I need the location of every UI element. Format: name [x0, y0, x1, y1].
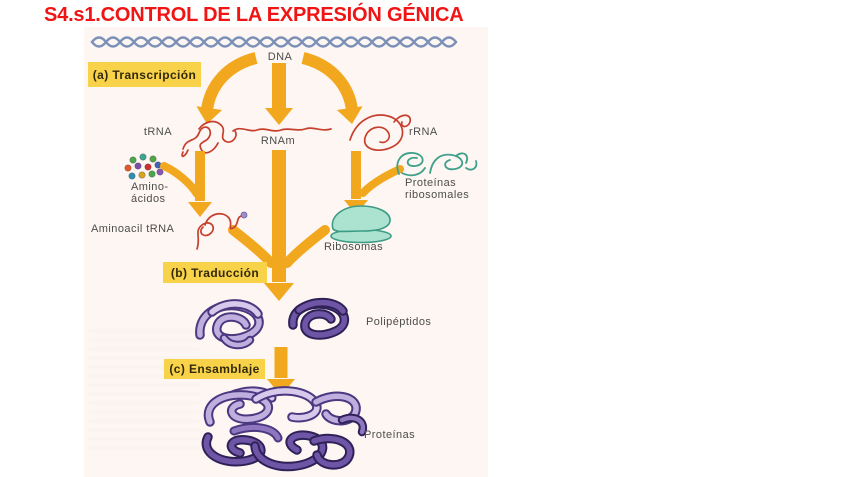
amino-acids-illustration	[124, 153, 164, 180]
transcription-arrows	[196, 52, 363, 125]
step-b-translation-label: (b) Traducción	[163, 262, 267, 283]
polypeptides-label: Polipéptidos	[366, 316, 432, 328]
protein-complex-illustration	[201, 386, 368, 472]
slide-title: S4.s1.CONTROL DE LA EXPRESIÓN GÉNICA	[44, 4, 464, 26]
rrna-label: rRNA	[409, 126, 438, 138]
scan-bleedthrough-artifact	[88, 330, 200, 456]
ribosome-illustration	[330, 205, 392, 244]
polypeptide-dark-illustration	[288, 297, 350, 340]
amino-acids-label-line2: ácidos	[131, 193, 166, 205]
aminoacil-trna-label: Aminoacil tRNA	[91, 223, 175, 235]
dna-helix-illustration	[90, 36, 458, 48]
rrna-illustration	[349, 114, 412, 151]
amino-acids-label: Amino- ácidos	[131, 181, 169, 205]
trna-illustration	[181, 120, 237, 158]
rnam-illustration	[232, 127, 332, 132]
trna-label: tRNA	[143, 126, 172, 138]
ribosomal-proteins-label: Proteínas ribosomales	[405, 177, 469, 201]
ribosomal-proteins-illustration	[396, 152, 478, 177]
ribosomal-proteins-label-line2: ribosomales	[405, 189, 470, 201]
dna-label: DNA	[267, 51, 293, 63]
ribosome-arrow	[344, 151, 404, 215]
step-a-transcription-label: (a) Transcripción	[88, 62, 201, 87]
amino-acids-label-line1: Amino-	[131, 181, 169, 193]
rnam-label: RNAm	[260, 135, 296, 147]
polypeptide-light-illustration	[195, 299, 264, 350]
ribosomes-label: Ribosomas	[324, 241, 384, 253]
ribosomal-proteins-label-line1: Proteínas	[405, 177, 457, 189]
aminoacil-trna-illustration	[196, 211, 248, 250]
translation-arrow	[228, 150, 330, 301]
step-c-assembly-label: (c) Ensamblaje	[164, 359, 265, 379]
aminoacyl-arrow	[160, 151, 212, 217]
proteins-label: Proteínas	[364, 429, 416, 441]
